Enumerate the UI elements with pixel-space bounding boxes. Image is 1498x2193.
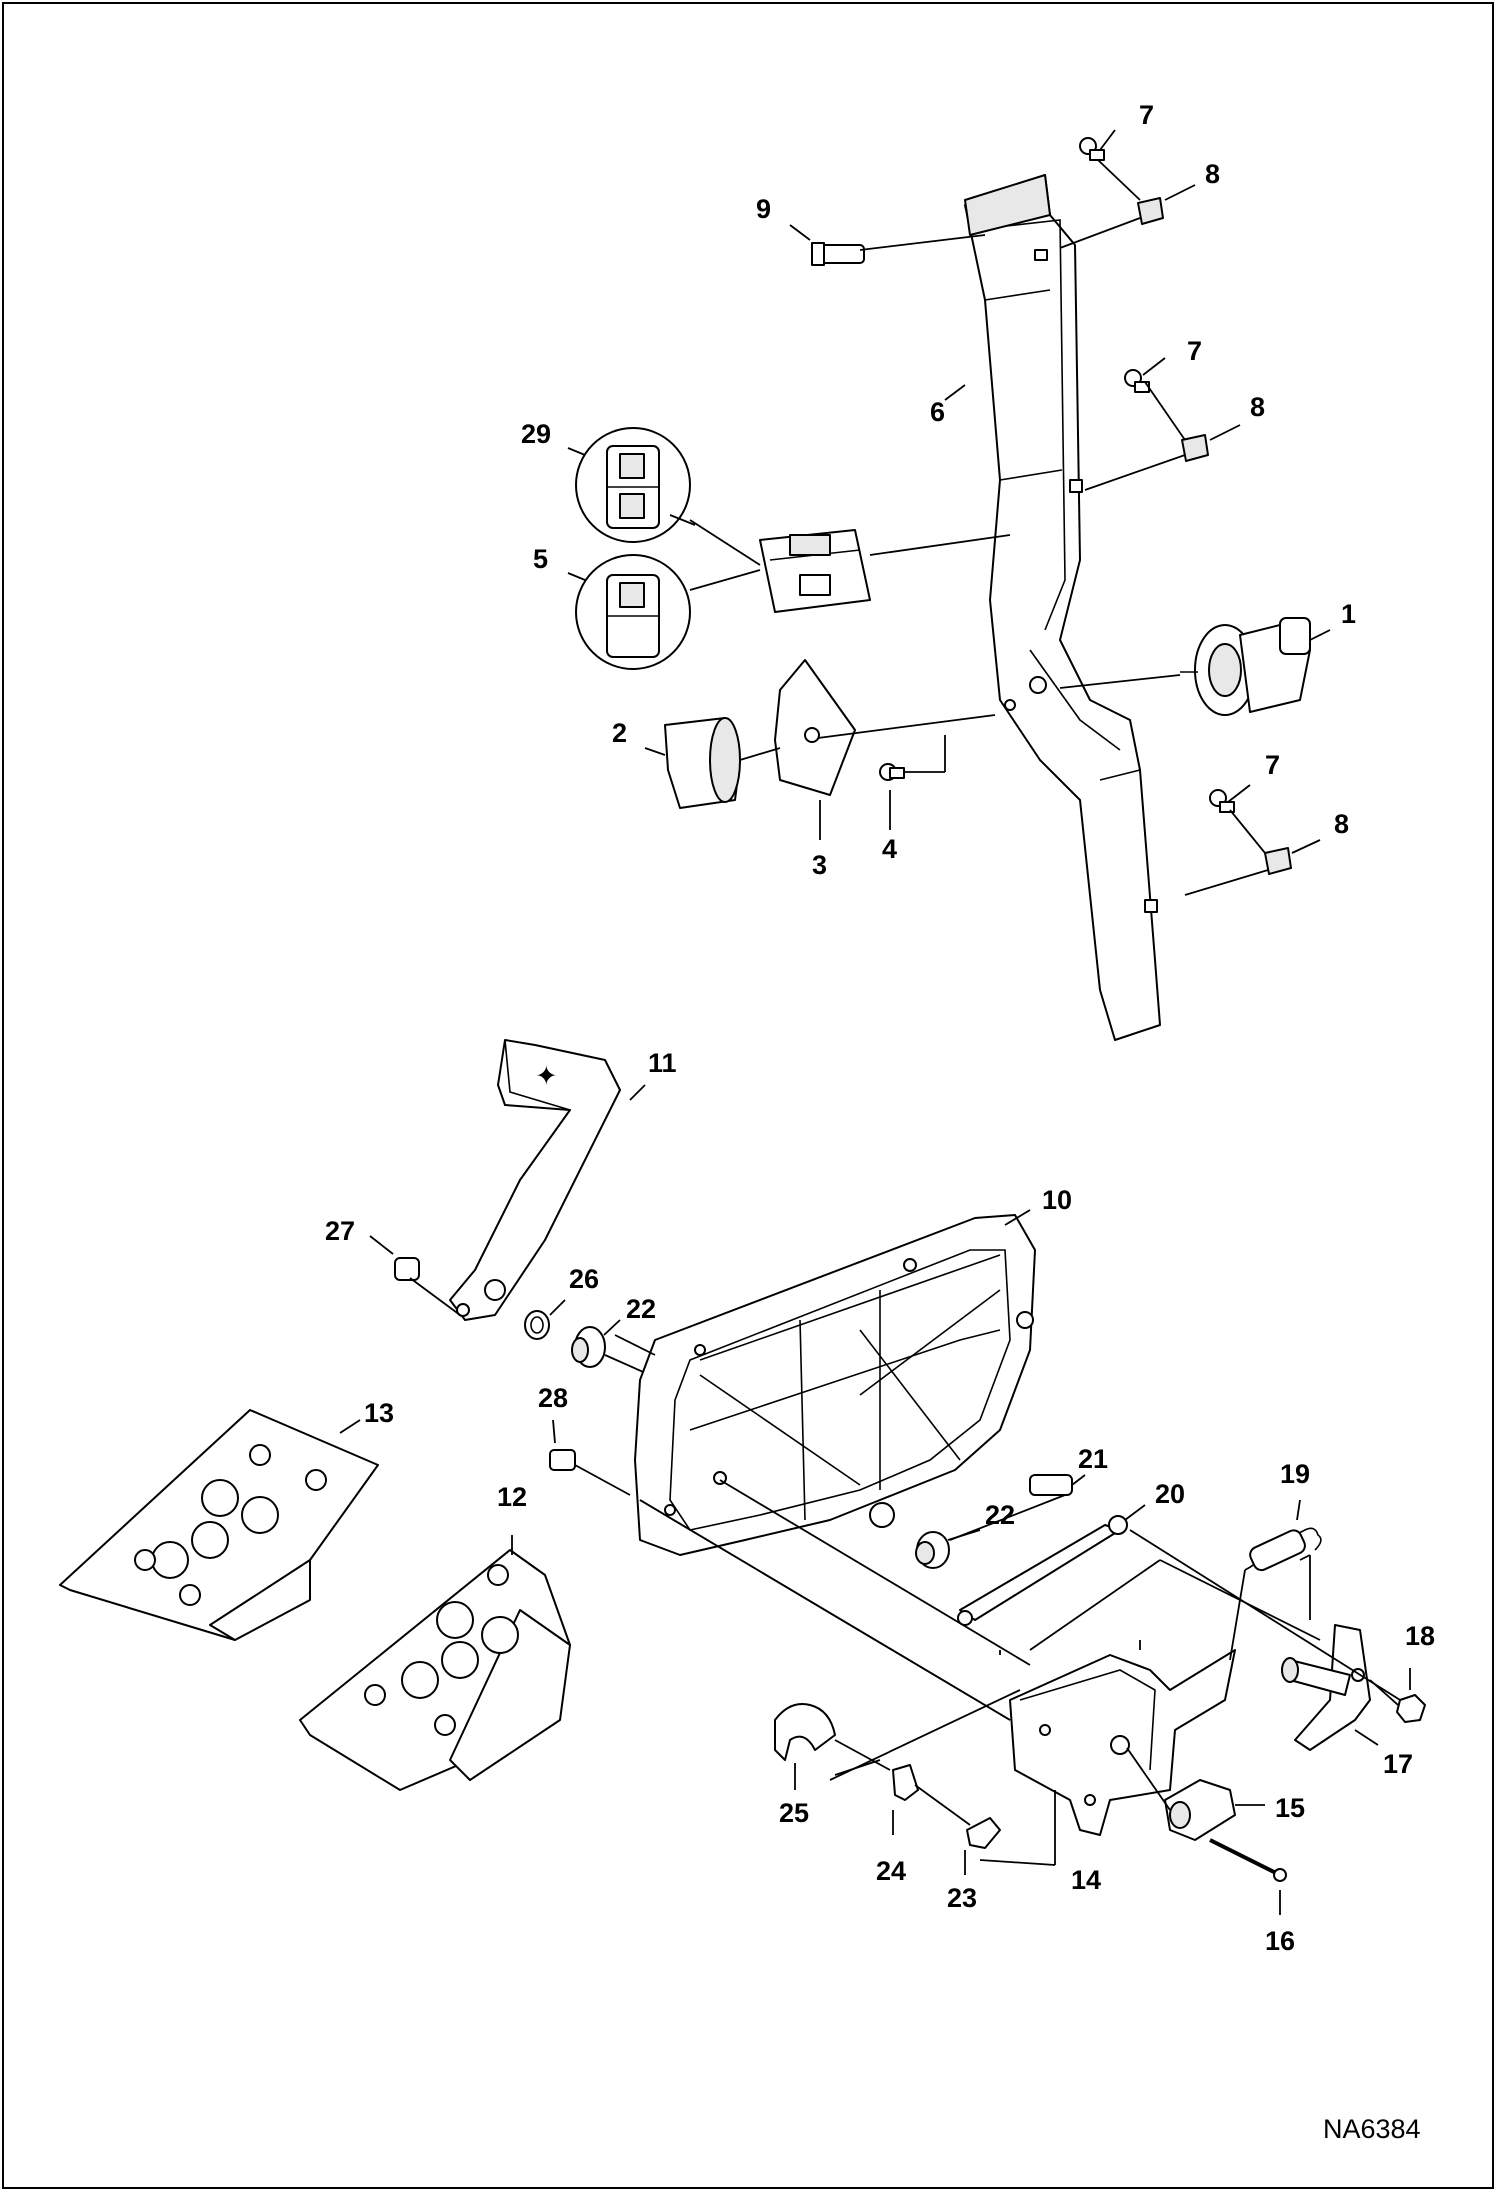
washer-part-23 [964, 1817, 1001, 1875]
spring-part-19 [1244, 1499, 1322, 1572]
callout-8c: 8 [1334, 809, 1349, 839]
bolt-part-28 [549, 1419, 631, 1496]
callout-28: 28 [538, 1383, 568, 1413]
callout-1: 1 [1341, 599, 1356, 629]
callout-13: 13 [364, 1398, 394, 1428]
callout-7c: 7 [1265, 750, 1280, 780]
callout-2: 2 [612, 718, 627, 748]
callout-17: 17 [1383, 1749, 1413, 1779]
bracket-part-14 [1009, 1649, 1236, 1836]
frame-plate-part-10 [634, 1214, 1036, 1556]
callout-23: 23 [947, 1883, 977, 1913]
link-rod-part-20 [957, 1504, 1146, 1626]
callout-16: 16 [1265, 1926, 1295, 1956]
callout-20: 20 [1155, 1479, 1185, 1509]
screw-part-4 [879, 763, 905, 781]
panel-part-6 [964, 174, 1161, 1041]
callout-26: 26 [569, 1264, 599, 1294]
screw-part-7a [1079, 137, 1105, 161]
nut-part-18 [1369, 1668, 1426, 1723]
tab-part-24 [892, 1764, 919, 1835]
callout-25: 25 [779, 1798, 809, 1828]
switch-detail-5 [575, 554, 691, 670]
callout-8a: 8 [1205, 159, 1220, 189]
callout-8b: 8 [1250, 392, 1265, 422]
callout-11: 11 [648, 1048, 677, 1078]
switch-part-5 [759, 529, 871, 613]
bumper-part-2 [664, 717, 741, 809]
pedal-pad-part-12 [299, 1535, 571, 1791]
clip-part-25 [774, 1703, 836, 1790]
screw-part-7c [1209, 789, 1235, 813]
callout-labels: 1 2 3 4 5 6 7 7 7 8 8 8 9 10 11 12 13 14… [325, 100, 1435, 1956]
callout-9: 9 [756, 194, 771, 224]
pedal-logo-icon: ✦ [535, 1061, 558, 1091]
bushing-part-22a [571, 1319, 651, 1376]
pedal-arm-part-11: ✦ [449, 1039, 621, 1321]
pedal-pad-part-13 [59, 1409, 379, 1641]
clip-part-8a [1137, 197, 1164, 225]
callout-4: 4 [882, 834, 897, 864]
callout-6: 6 [930, 397, 945, 427]
callout-3: 3 [812, 850, 827, 880]
clip-part-8b [1181, 434, 1209, 462]
callout-7a: 7 [1139, 100, 1154, 130]
callout-14: 14 [1071, 1865, 1101, 1895]
callout-22a: 22 [626, 1294, 656, 1324]
callout-12: 12 [497, 1482, 527, 1512]
bolt-part-27 [369, 1235, 461, 1316]
callout-21: 21 [1078, 1444, 1108, 1474]
callout-5: 5 [533, 544, 548, 574]
drawing-id: NA6384 [1323, 2114, 1421, 2144]
bell-crank-part-17 [1281, 1624, 1379, 1751]
sensor-part-15 [1164, 1779, 1265, 1841]
bolt-part-21 [1029, 1474, 1086, 1496]
gasket-part-3 [774, 659, 856, 796]
ring-part-26 [524, 1299, 566, 1340]
callout-7b: 7 [1187, 336, 1202, 366]
pin-part-9 [811, 242, 865, 266]
switch-detail-29 [575, 427, 691, 543]
callout-24: 24 [876, 1856, 906, 1886]
callout-29: 29 [521, 419, 551, 449]
callout-22b: 22 [985, 1500, 1015, 1530]
sensor-part-1 [1180, 617, 1311, 716]
lower-leader-lines [614, 1084, 1401, 1866]
callout-27: 27 [325, 1216, 355, 1246]
pin-part-16 [1209, 1838, 1287, 1915]
callout-15: 15 [1275, 1793, 1305, 1823]
callout-19: 19 [1280, 1459, 1310, 1489]
callout-18: 18 [1405, 1621, 1435, 1651]
upper-leader-lines [567, 129, 1331, 896]
bushing-part-22b [915, 1529, 981, 1569]
callout-10: 10 [1042, 1185, 1072, 1215]
clip-part-8c [1264, 847, 1292, 875]
